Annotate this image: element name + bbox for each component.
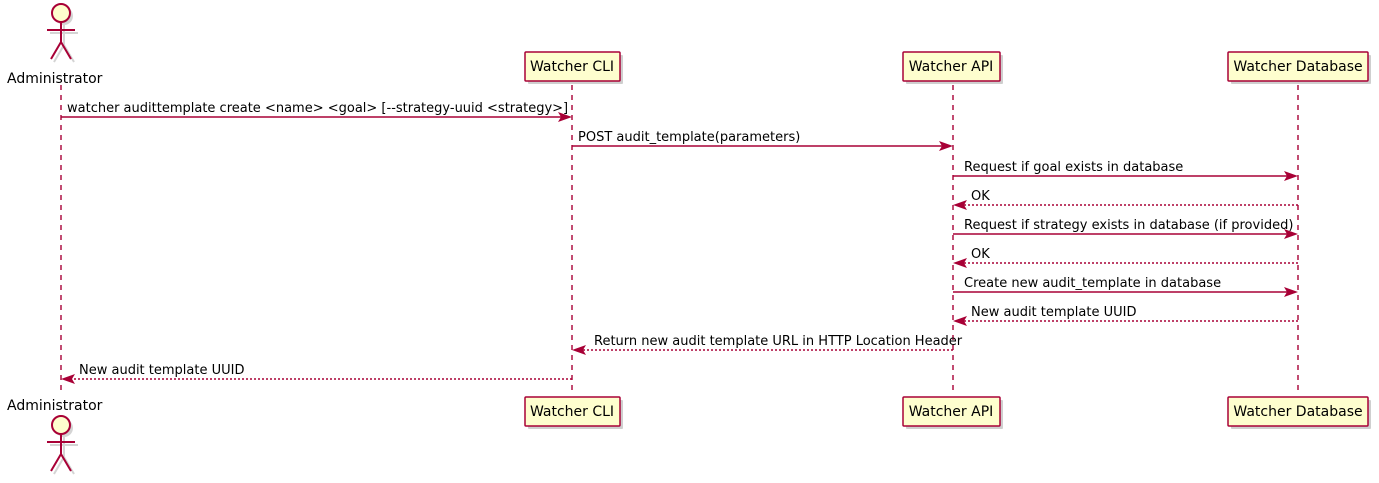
actor-administrator-bottom[interactable]: Administrator: [7, 398, 103, 475]
message-label-9: Return new audit template URL in HTTP Lo…: [594, 334, 963, 349]
message-6[interactable]: OK: [953, 247, 1298, 268]
participant-watcher-cli-top[interactable]: Watcher CLI: [524, 51, 623, 84]
message-label-2: POST audit_template(parameters): [578, 130, 800, 145]
message-label-1: watcher audittemplate create <name> <goa…: [67, 101, 568, 116]
message-label-6: OK: [971, 247, 990, 262]
actor-leg-right-icon-bottom: [60, 453, 72, 472]
message-label-5: Request if strategy exists in database (…: [964, 218, 1293, 233]
participant-box-watcher-cli-bottom[interactable]: [524, 396, 621, 427]
message-4[interactable]: OK: [953, 189, 1298, 210]
actor-administrator-top[interactable]: Administrator: [7, 3, 103, 87]
participant-box-watcher-cli-top[interactable]: [524, 51, 621, 82]
actor-label-administrator-top: Administrator: [7, 71, 103, 87]
actor-leg-right-icon: [60, 41, 72, 60]
message-9[interactable]: Return new audit template URL in HTTP Lo…: [572, 334, 963, 355]
message-8[interactable]: New audit template UUID: [953, 305, 1298, 326]
arrow-head-left-6: [953, 258, 967, 268]
actor-leg-left-icon: [50, 41, 62, 60]
participant-watcher-database-bottom[interactable]: Watcher Database: [1227, 396, 1371, 429]
message-label-7: Create new audit_template in database: [964, 276, 1221, 291]
participant-label-watcher-cli-bottom: Watcher CLI: [530, 404, 614, 420]
message-label-10: New audit template UUID: [79, 363, 244, 378]
participant-watcher-cli-bottom[interactable]: Watcher CLI: [524, 396, 623, 429]
participant-watcher-api-top[interactable]: Watcher API: [902, 51, 1003, 84]
message-7[interactable]: Create new audit_template in database: [953, 276, 1298, 297]
arrow-head-left-8: [953, 316, 967, 326]
message-2[interactable]: POST audit_template(parameters): [572, 130, 953, 151]
participant-watcher-api-bottom[interactable]: Watcher API: [902, 396, 1003, 429]
message-10[interactable]: New audit template UUID: [61, 363, 572, 384]
participant-label-watcher-api-bottom: Watcher API: [909, 404, 994, 420]
actor-head-icon-bottom: [51, 415, 71, 435]
lifelines: [60, 85, 1299, 395]
message-label-3: Request if goal exists in database: [964, 160, 1183, 175]
message-5[interactable]: Request if strategy exists in database (…: [953, 218, 1298, 239]
participant-box-watcher-api-bottom[interactable]: [902, 396, 1001, 427]
participant-label-watcher-api-top: Watcher API: [909, 59, 994, 75]
participant-box-watcher-database-top[interactable]: [1227, 51, 1369, 82]
message-label-8: New audit template UUID: [971, 305, 1136, 320]
participant-label-watcher-database-top: Watcher Database: [1233, 59, 1362, 75]
arrow-head-right-3: [1284, 171, 1298, 181]
message-1[interactable]: watcher audittemplate create <name> <goa…: [61, 101, 572, 122]
participant-label-watcher-database-bottom: Watcher Database: [1233, 404, 1362, 420]
message-label-4: OK: [971, 189, 990, 204]
participant-label-watcher-cli-top: Watcher CLI: [530, 59, 614, 75]
actor-label-administrator-bottom: Administrator: [7, 398, 103, 414]
arrow-head-left-9: [572, 345, 586, 355]
message-3[interactable]: Request if goal exists in database: [953, 160, 1298, 181]
arrow-head-left-4: [953, 200, 967, 210]
participant-watcher-database-top[interactable]: Watcher Database: [1227, 51, 1371, 84]
arrow-head-right-7: [1284, 287, 1298, 297]
participant-box-watcher-api-top[interactable]: [902, 51, 1001, 82]
arrow-head-left-10: [61, 374, 75, 384]
arrow-head-right-1: [558, 112, 572, 122]
actor-head-icon: [51, 3, 71, 23]
arrow-head-right-5: [1284, 229, 1298, 239]
participant-box-watcher-database-bottom[interactable]: [1227, 396, 1369, 427]
arrow-head-right-2: [939, 141, 953, 151]
actor-leg-left-icon-bottom: [50, 453, 62, 472]
